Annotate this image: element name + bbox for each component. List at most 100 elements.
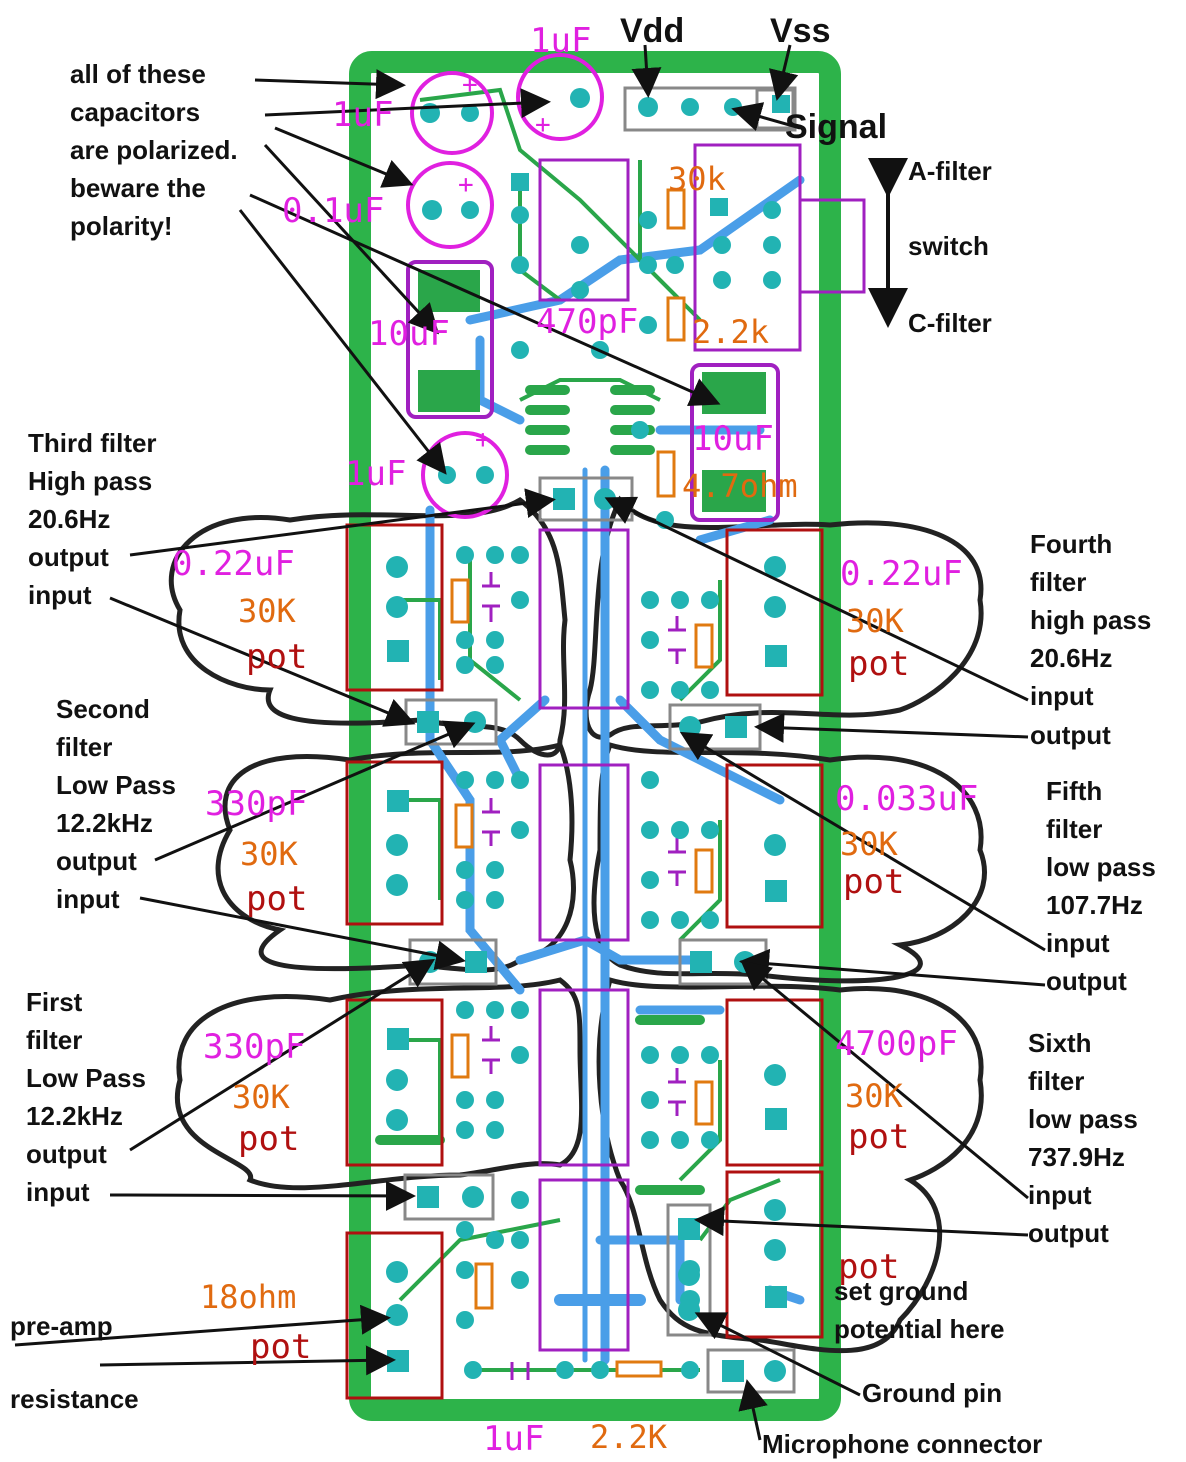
note-line: output [26,1139,107,1169]
square-pads [387,95,790,1382]
note-line: input [1028,1180,1092,1210]
smd-capacitors [406,260,780,522]
res-label-47ohm: 4.7ohm [682,467,798,505]
note-line: Fifth [1046,776,1102,806]
note-line: filter [56,732,112,762]
pot-value-filter6: 30K [845,1077,904,1115]
note-line: output [28,542,109,572]
note-line: filter [1030,567,1086,597]
note-line: are polarized. [70,135,238,165]
signal-label: Signal [785,108,887,146]
a-filter-label: A-filter [908,156,992,186]
cap-label-filter6: 4700pF [835,1024,958,1064]
cap-label-filter5: 0.033uF [835,779,978,819]
note-line: Low Pass [56,770,176,800]
vss-label: Vss [770,12,831,50]
svg-text:+: + [458,170,474,200]
note-line: output [1030,720,1111,750]
switch-label: switch [908,231,989,261]
pot-label-filter5: pot [843,862,904,902]
note-line: filter [1046,814,1102,844]
cap-label-filter3: 0.22uF [172,544,295,584]
filter-region-outlines [168,495,988,1354]
fourth-filter-note: Fourth filter high pass 20.6Hz input out… [1030,529,1151,750]
film-capacitors [482,572,686,1380]
pot-value-filter5: 30K [840,825,899,863]
pot-label-filter4: pot [848,644,909,684]
note-line: input [26,1177,90,1207]
polarized-capacitors [406,53,604,519]
cap-label-1uf-top: 1uF [530,21,591,61]
note-line: 20.6Hz [1030,643,1112,673]
second-filter-note: Second filter Low Pass 12.2kHz output in… [56,694,176,914]
note-line: polarity! [70,211,173,241]
set-ground-label: set ground [834,1276,968,1306]
pot-value-filter2: 30K [240,835,299,873]
res-label-30k: 30k [668,160,726,198]
cap-label-10uf-left: 10uF [368,314,450,354]
resistors [450,188,714,1378]
cap-label-1uf-mid: 1uF [345,454,406,494]
annotation-arrows [14,44,1046,1441]
resistance-label: resistance [10,1384,139,1414]
note-line: output [1046,966,1127,996]
pot-value-filter4: 30K [846,602,905,640]
first-filter-note: First filter Low Pass 12.2kHz output inp… [26,987,146,1207]
cap-label-filter1: 330pF [203,1027,305,1067]
note-line: low pass [1028,1104,1138,1134]
note-line: beware the [70,173,206,203]
preamp-label: pre-amp [10,1311,113,1341]
note-line: input [28,580,92,610]
res-label-18ohm: 18ohm [200,1278,296,1316]
note-line: Fourth [1030,529,1112,559]
third-filter-note: Third filter High pass 20.6Hz output inp… [28,428,157,610]
pot-outlines [345,523,824,1400]
note-line: 12.2kHz [26,1101,123,1131]
note-line: Sixth [1028,1028,1092,1058]
pot-label-filter2: pot [246,879,307,919]
pot-label-filter3: pot [246,637,307,677]
svg-text:+: + [475,425,491,455]
pot-label-preamp: pot [250,1327,311,1367]
note-line: High pass [28,466,152,496]
cap-label-1uf-left: 1uF [332,95,393,135]
note-line: input [1046,928,1110,958]
note-line: input [56,884,120,914]
note-line: high pass [1030,605,1151,635]
cap-label-10uf-right: 10uF [692,419,774,459]
note-line: Second [56,694,150,724]
svg-text:+: + [535,110,551,140]
note-line: filter [26,1025,82,1055]
note-line: Third filter [28,428,157,458]
note-line: First [26,987,83,1017]
res-label-22k: 2.2k [692,313,769,351]
pot-value-filter1: 30K [232,1078,291,1116]
fifth-filter-note: Fifth filter low pass 107.7Hz input outp… [1046,776,1156,996]
note-line: output [56,846,137,876]
polarity-note: all of these capacitors are polarized. b… [70,59,238,241]
pot-label-ground: pot [838,1247,899,1287]
note-line: input [1030,681,1094,711]
mic-connector-label: Microphone connector [762,1429,1042,1459]
cap-label-01uf: 0.1uF [282,191,384,231]
note-line: Low Pass [26,1063,146,1093]
c-filter-label: C-filter [908,308,992,338]
pot-value-filter3: 30K [238,592,297,630]
vdd-label: Vdd [620,12,684,50]
note-line: 107.7Hz [1046,890,1143,920]
note-line: filter [1028,1066,1084,1096]
note-line: 12.2kHz [56,808,153,838]
ground-pin-label: Ground pin [862,1378,1002,1408]
res-label-22k-bottom: 2.2K [590,1418,668,1456]
pot-label-filter6: pot [848,1117,909,1157]
cap-label-470pf: 470pF [536,302,638,342]
note-line: capacitors [70,97,200,127]
ic-outlines [538,143,866,1352]
ground-potential-label: potential here [834,1314,1004,1344]
note-line: 737.9Hz [1028,1142,1125,1172]
note-line: output [1028,1218,1109,1248]
sixth-filter-note: Sixth filter low pass 737.9Hz input outp… [1028,1028,1138,1248]
note-line: 20.6Hz [28,504,110,534]
note-line: low pass [1046,852,1156,882]
